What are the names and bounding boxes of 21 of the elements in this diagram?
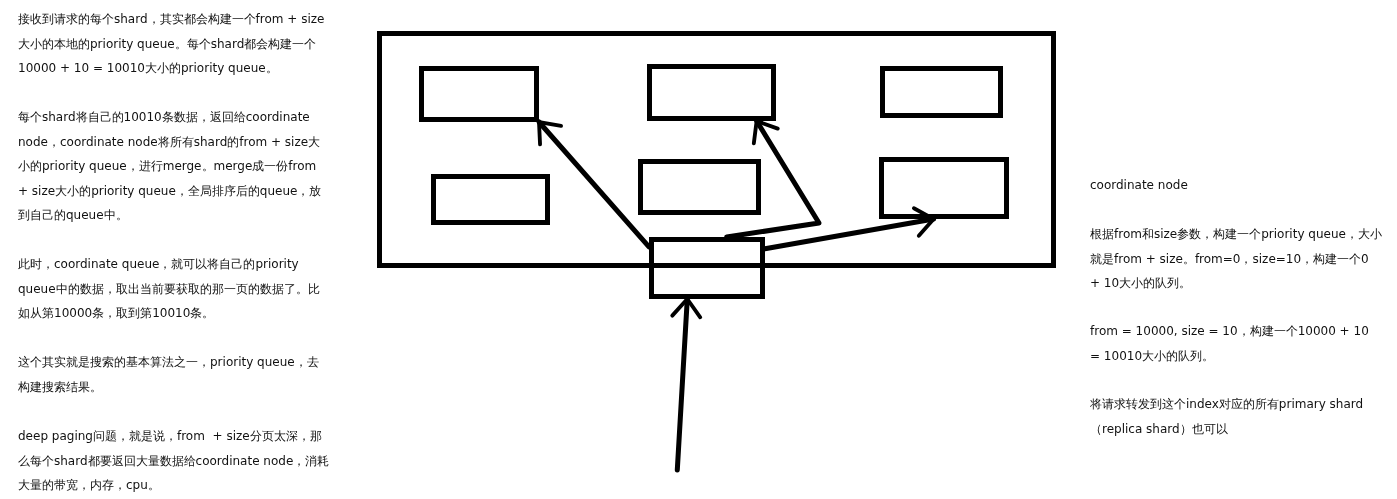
shard-box [880,66,1003,118]
shard-box [638,159,761,215]
shard-box [647,64,776,121]
shard-box [419,66,539,122]
shard-box [431,174,550,225]
text-paragraph: from = 10000, size = 10，构建一个10000 + 10 = 10010大小的队列。 [1090,323,1370,365]
text-paragraph: coordinate node [1090,177,1189,194]
text-paragraph: 将请求转发到这个index对应的所有primary shard（replica shard）也可以 [1090,396,1365,438]
text-paragraph: 每个shard将自己的10010条数据，返回给coordinate node，coordinate node将所有shard的from + size大小的priority queue，进行merge。merge成一份from + size大小的priority queue，全局排序后的queue，放到自己的queue中。 [18,109,323,224]
arrow [536,119,652,250]
arrow [762,206,937,252]
text-paragraph: 此时，coordinate queue，就可以将自己的priority queue中的数据，取出当前要获取的那一页的数据了。比如从第10000条，取到第10010条。 [18,256,321,322]
arrow [670,296,703,473]
text-paragraph: deep paging问题，就是说，from + size分页太深，那么每个shard都要返回大量数据给coordinate node，消耗大量的带宽，内存，cpu。 [18,428,330,494]
container-box [377,31,1056,268]
text-paragraph: 这个其实就是搜索的基本算法之一，priority queue，去构建搜索结果。 [18,354,320,396]
text-paragraph: 根据from和size参数，构建一个priority queue，大小就是from + size。from=0，size=10，构建一个0 + 10大小的队列。 [1090,226,1382,292]
shard-box [879,157,1009,219]
text-paragraph: 接收到请求的每个shard，其实都会构建一个from + size大小的本地的priority queue。每个shard都会构建一个10000 + 10 = 10010大小的priority queue。 [18,11,326,77]
coordinator-box [649,237,765,299]
arrow [724,118,822,240]
